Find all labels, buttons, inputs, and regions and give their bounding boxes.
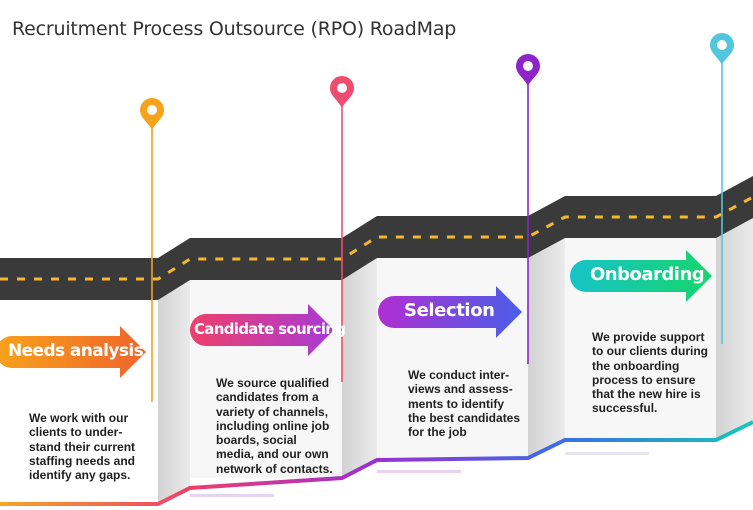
location-pin-icon	[140, 98, 164, 130]
bottom-edge-lines	[0, 420, 753, 506]
step-label-candidate-sourcing: Candidate sourcing	[194, 320, 346, 338]
location-pin-icon	[330, 76, 354, 108]
staircase-walls	[0, 194, 753, 504]
location-pin-icon	[516, 54, 540, 86]
step-label-onboarding: Onboarding	[590, 264, 705, 285]
pin-stems	[151, 60, 723, 402]
step-label-selection: Selection	[404, 300, 495, 321]
step-description-onboarding: We provide support to our clients during…	[592, 330, 708, 416]
location-pin-icon	[710, 33, 734, 65]
step-description-selection: We conduct inter- views and assess- ment…	[408, 368, 521, 440]
step-description-needs-analysis: We work with our clients to under- stand…	[29, 411, 136, 483]
step-label-arrows	[0, 250, 712, 378]
step-label-needs-analysis: Needs analysis	[8, 341, 144, 361]
step-description-candidate-sourcing: We source qualified candidates from a va…	[216, 376, 333, 476]
road	[0, 176, 753, 300]
page-title: Recruitment Process Outsource (RPO) Road…	[12, 18, 457, 40]
